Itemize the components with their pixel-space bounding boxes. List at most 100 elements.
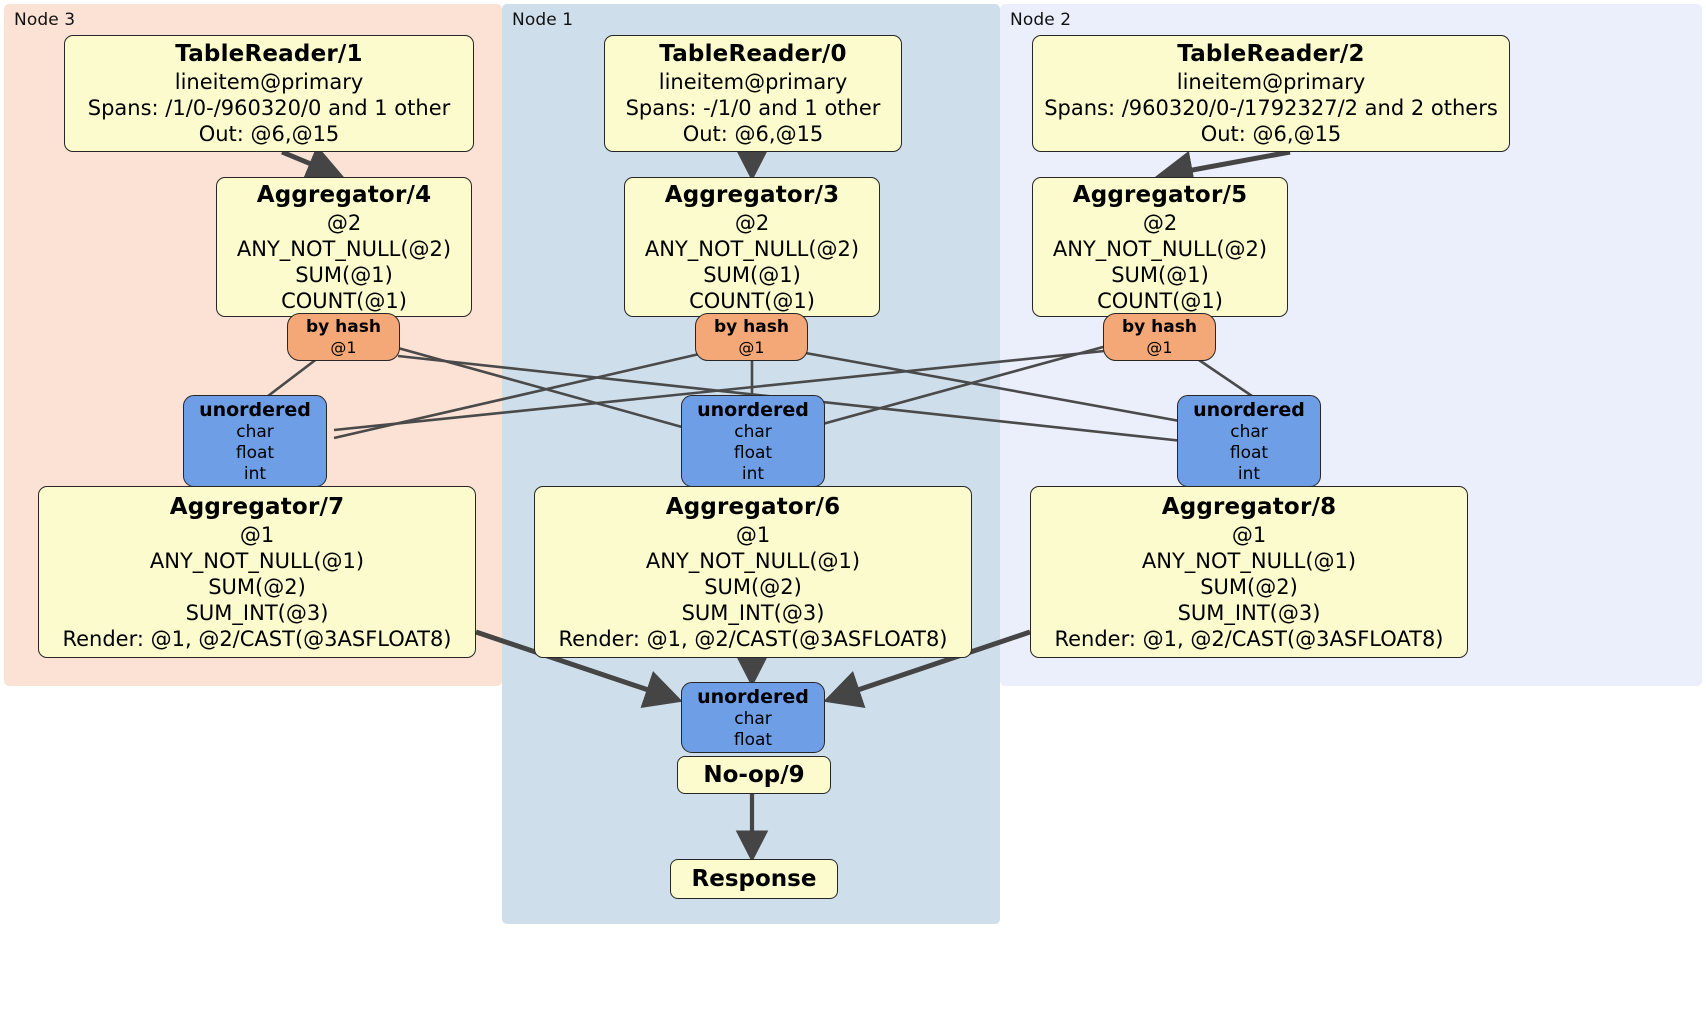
aggregator-3-title: Aggregator/3: [664, 181, 840, 208]
aggregator-7-line-3: SUM_INT(@3): [185, 600, 329, 625]
aggregator-4-line-2: SUM(@1): [295, 262, 393, 287]
aggregator-3-line-1: ANY_NOT_NULL(@2): [644, 236, 860, 261]
table-reader-0-line-2: Out: @6,@15: [682, 122, 824, 146]
aggregator-4-line-3: COUNT(@1): [281, 288, 407, 313]
aggregator-3-line-0: @2: [734, 210, 770, 235]
hash-router-3-line-0: @1: [738, 337, 765, 357]
table-reader-2-line-2: Out: @6,@15: [1200, 122, 1342, 146]
aggregator-8-line-3: SUM_INT(@3): [1177, 600, 1321, 625]
unordered-sync-6-line-2: int: [741, 463, 765, 484]
aggregator-6-node[interactable]: Aggregator/6 @1 ANY_NOT_NULL(@1) SUM(@2)…: [534, 486, 972, 658]
unordered-sync-8-node[interactable]: unordered char float int: [1177, 395, 1321, 487]
aggregator-4-line-0: @2: [326, 210, 362, 235]
aggregator-6-line-0: @1: [735, 522, 771, 547]
hash-router-3-node[interactable]: by hash @1: [695, 313, 808, 361]
edge-hash-mesh-group: [267, 342, 1253, 444]
table-reader-0-line-1: Spans: -/1/0 and 1 other: [625, 96, 881, 120]
unordered-sync-7-node[interactable]: unordered char float int: [183, 395, 327, 487]
edge-tr1-agg4: [281, 145, 345, 182]
unordered-sync-8-title: unordered: [1193, 398, 1305, 421]
aggregator-8-line-0: @1: [1231, 522, 1267, 547]
edge-tablereader-to-aggregator-group: [281, 143, 1291, 190]
aggregator-6-line-2: SUM(@2): [704, 574, 802, 599]
aggregator-5-node[interactable]: Aggregator/5 @2 ANY_NOT_NULL(@2) SUM(@1)…: [1032, 177, 1288, 317]
response-title: Response: [691, 866, 817, 892]
aggregator-5-line-1: ANY_NOT_NULL(@2): [1052, 236, 1268, 261]
aggregator-7-node[interactable]: Aggregator/7 @1 ANY_NOT_NULL(@1) SUM(@2)…: [38, 486, 476, 658]
hash-router-5-node[interactable]: by hash @1: [1103, 313, 1216, 361]
aggregator-8-line-4: Render: @1, @2/CAST(@3ASFLOAT8): [1054, 626, 1444, 651]
unordered-sync-final-line-1: float: [733, 729, 773, 750]
aggregator-6-line-1: ANY_NOT_NULL(@1): [645, 548, 861, 573]
aggregator-8-line-2: SUM(@2): [1200, 574, 1298, 599]
unordered-sync-6-title: unordered: [697, 398, 809, 421]
aggregator-7-line-4: Render: @1, @2/CAST(@3ASFLOAT8): [62, 626, 452, 651]
edge-tr2-agg5: [1155, 149, 1291, 190]
hash-router-4-node[interactable]: by hash @1: [287, 313, 400, 361]
table-reader-0-title: TableReader/0: [659, 41, 847, 67]
aggregator-3-line-3: COUNT(@1): [689, 288, 815, 313]
unordered-sync-8-line-1: float: [1229, 442, 1269, 463]
table-reader-2-node[interactable]: TableReader/2 lineitem@primary Spans: /9…: [1032, 35, 1510, 152]
aggregator-5-title: Aggregator/5: [1072, 181, 1248, 208]
aggregator-6-title: Aggregator/6: [665, 493, 841, 520]
table-reader-2-line-1: Spans: /960320/0-/1792327/2 and 2 others: [1044, 96, 1498, 120]
hash-router-4-line-0: @1: [330, 337, 357, 357]
edge-agg8-to-final-sync: [823, 629, 1031, 708]
aggregator-4-node[interactable]: Aggregator/4 @2 ANY_NOT_NULL(@2) SUM(@1)…: [216, 177, 472, 317]
table-reader-1-node[interactable]: TableReader/1 lineitem@primary Spans: /1…: [64, 35, 474, 152]
panel-node-1-label: Node 1: [512, 10, 574, 30]
response-node[interactable]: Response: [670, 859, 838, 899]
edge-hash4-to-sync7: [267, 356, 319, 398]
unordered-sync-final-title: unordered: [697, 685, 809, 708]
unordered-sync-7-line-2: int: [243, 463, 267, 484]
aggregator-3-node[interactable]: Aggregator/3 @2 ANY_NOT_NULL(@2) SUM(@1)…: [624, 177, 880, 317]
edge-aggregator-to-final-sync-group: [475, 629, 1031, 708]
unordered-sync-8-line-2: int: [1237, 463, 1261, 484]
aggregator-4-title: Aggregator/4: [256, 181, 432, 208]
no-op-9-node[interactable]: No-op/9: [677, 756, 831, 794]
aggregator-5-line-3: COUNT(@1): [1097, 288, 1223, 313]
table-reader-0-line-0: lineitem@primary: [658, 70, 848, 94]
panel-node-3-label: Node 3: [14, 10, 76, 30]
table-reader-1-line-0: lineitem@primary: [174, 70, 364, 94]
table-reader-0-node[interactable]: TableReader/0 lineitem@primary Spans: -/…: [604, 35, 902, 152]
unordered-sync-7-line-0: char: [236, 421, 274, 442]
aggregator-6-line-4: Render: @1, @2/CAST(@3ASFLOAT8): [558, 626, 948, 651]
aggregator-7-line-2: SUM(@2): [208, 574, 306, 599]
unordered-sync-7-line-1: float: [235, 442, 275, 463]
unordered-sync-7-title: unordered: [199, 398, 311, 421]
table-reader-1-line-1: Spans: /1/0-/960320/0 and 1 other: [87, 96, 451, 120]
table-reader-1-title: TableReader/1: [175, 41, 363, 67]
aggregator-4-line-1: ANY_NOT_NULL(@2): [236, 236, 452, 261]
aggregator-7-title: Aggregator/7: [169, 493, 345, 520]
aggregator-7-line-0: @1: [239, 522, 275, 547]
edge-agg7-to-final-sync: [475, 629, 683, 708]
aggregator-6-line-3: SUM_INT(@3): [681, 600, 825, 625]
unordered-sync-8-line-0: char: [1230, 421, 1268, 442]
hash-router-5-line-0: @1: [1146, 337, 1173, 357]
table-reader-2-line-0: lineitem@primary: [1176, 70, 1366, 94]
aggregator-3-line-2: SUM(@1): [703, 262, 801, 287]
edge-hash3-to-sync8: [799, 350, 1197, 426]
unordered-sync-6-node[interactable]: unordered char float int: [681, 395, 825, 487]
unordered-sync-6-line-1: float: [733, 442, 773, 463]
table-reader-2-title: TableReader/2: [1177, 41, 1365, 67]
hash-router-3-title: by hash: [714, 316, 789, 337]
no-op-9-title: No-op/9: [703, 762, 805, 788]
aggregator-8-node[interactable]: Aggregator/8 @1 ANY_NOT_NULL(@1) SUM(@2)…: [1030, 486, 1468, 658]
hash-router-5-title: by hash: [1122, 316, 1197, 337]
aggregator-7-line-1: ANY_NOT_NULL(@1): [149, 548, 365, 573]
table-reader-1-line-2: Out: @6,@15: [198, 122, 340, 146]
unordered-sync-final-node[interactable]: unordered char float: [681, 682, 825, 753]
unordered-sync-6-line-0: char: [734, 421, 772, 442]
aggregator-5-line-2: SUM(@1): [1111, 262, 1209, 287]
edge-hash5-to-sync6: [807, 342, 1115, 430]
unordered-sync-final-line-0: char: [734, 708, 772, 729]
aggregator-5-line-0: @2: [1142, 210, 1178, 235]
edge-hash5-to-sync7: [333, 348, 1115, 432]
panel-node-2-label: Node 2: [1010, 10, 1072, 30]
edge-hash5-to-sync8: [1195, 356, 1253, 398]
